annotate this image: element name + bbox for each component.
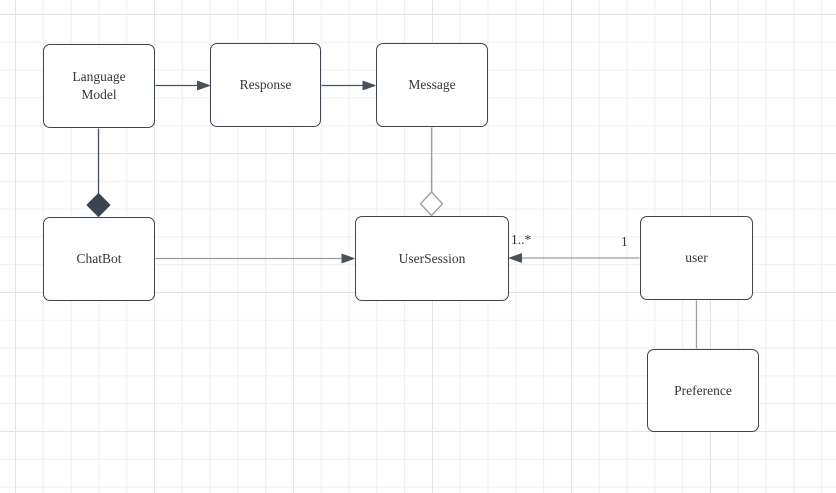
node-usersession[interactable]: UserSession (355, 216, 509, 301)
edge-message-usersession-aggregation[interactable] (419, 127, 444, 217)
node-label: Language Model (72, 69, 126, 102)
arrowhead-right-icon (362, 80, 376, 91)
arrowhead-right-icon (197, 80, 210, 91)
multiplicity-label-target[interactable]: 1..* (511, 232, 532, 247)
node-chatbot[interactable]: ChatBot (43, 217, 155, 301)
node-label: user (685, 250, 708, 266)
node-label: UserSession (398, 250, 466, 266)
node-message[interactable]: Message (376, 43, 488, 127)
node-preference[interactable]: Preference (647, 349, 759, 432)
edge-languagemodel-chatbot-composition[interactable] (86, 128, 111, 217)
edge-user-usersession[interactable] (509, 253, 640, 263)
node-label: Preference (674, 382, 732, 398)
edge-chatbot-usersession[interactable] (155, 253, 355, 264)
node-user[interactable]: user (640, 216, 753, 300)
node-label: Message (408, 77, 456, 93)
multiplicity-label-source[interactable]: 1 (621, 234, 628, 249)
composition-diamond-icon (86, 193, 111, 217)
aggregation-diamond-icon (419, 191, 444, 217)
arrowhead-right-icon (341, 253, 355, 264)
edge-response-message[interactable] (321, 80, 376, 91)
arrowhead-left-icon (509, 253, 522, 263)
node-language-model[interactable]: Language Model (43, 44, 155, 128)
node-response[interactable]: Response (210, 43, 321, 127)
edge-languagemodel-response[interactable] (155, 80, 210, 91)
node-label: Response (239, 77, 292, 93)
node-label: ChatBot (76, 251, 122, 267)
